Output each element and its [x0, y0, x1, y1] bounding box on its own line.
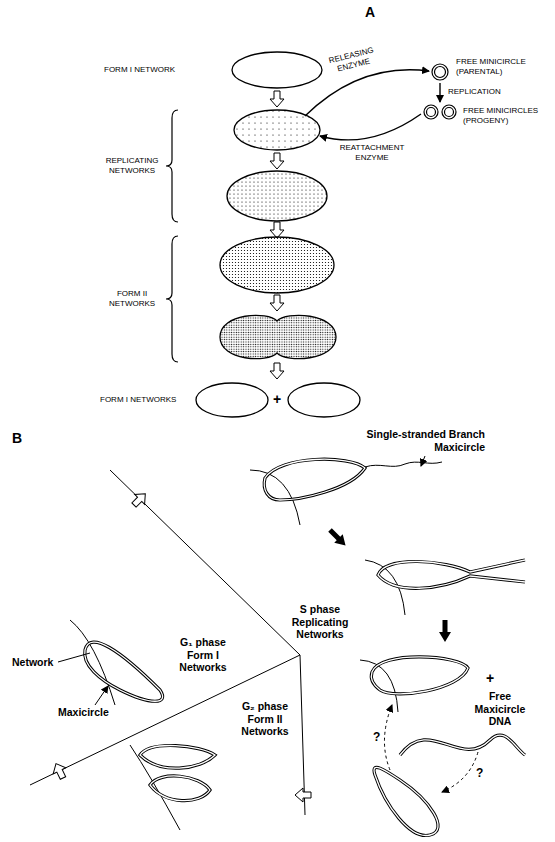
cycle-arrow	[129, 489, 150, 510]
progress-arrow	[439, 620, 451, 642]
network-ellipse	[227, 171, 327, 221]
cycle-arrow	[295, 788, 311, 802]
cycle-arrow	[50, 761, 70, 782]
maxicircle-loop	[374, 767, 438, 835]
annotation-label: REPLICATING NETWORKS	[100, 156, 164, 175]
edge-label: REPLICATION	[448, 87, 501, 97]
maxicircle-loop	[150, 776, 210, 801]
annotation-label: FORM I NETWORK	[104, 65, 199, 75]
maxicircle-loop	[85, 642, 163, 701]
annotation-label: B	[12, 430, 22, 447]
replication-arrow	[439, 83, 440, 102]
annotation-label: Maxicircle	[58, 706, 109, 719]
phase-line	[30, 655, 300, 785]
leader-line	[58, 653, 90, 662]
annotation-label: REATTACHMENT ENZYME	[332, 143, 412, 162]
node-label: FREE MINICIRCLES (PROGENY)	[463, 106, 548, 125]
network-ellipse	[234, 110, 320, 150]
free-maxicircle-dna	[400, 735, 525, 755]
annotation-label: G₁ phase Form I Networks	[170, 636, 236, 674]
network-ellipse	[288, 383, 360, 417]
maxicircle-loop	[140, 746, 215, 769]
maxicircle-loop	[264, 459, 365, 500]
releasing-arrow	[305, 70, 429, 116]
annotation-label: FORM I NETWORKS	[100, 395, 195, 405]
network-ellipse	[232, 52, 322, 88]
node-label: FREE MINICIRCLE (PARENTAL)	[456, 57, 538, 76]
progress-arrow	[326, 526, 350, 550]
maxicircle-loop	[371, 657, 468, 694]
annotation-label: ?	[476, 766, 483, 780]
leader-arrow	[421, 456, 425, 466]
annotation-label: Single-stranded Branch Maxicircle	[345, 428, 485, 453]
dividing-network	[220, 315, 336, 358]
annotation-label: S phase Replicating Networks	[280, 603, 360, 641]
network-edge	[70, 620, 115, 705]
maxicircle-loop	[140, 746, 215, 769]
minicircle-symbol	[423, 103, 457, 121]
hollow-arrow	[270, 153, 284, 169]
annotation-label: RELEASING ENZYME	[322, 44, 383, 77]
network-edge	[360, 660, 398, 712]
minicircle-node: FREE MINICIRCLES (PROGENY)	[423, 103, 457, 121]
hollow-arrow	[270, 363, 284, 379]
minicircle-symbol	[430, 62, 450, 82]
network-ellipse	[196, 383, 268, 417]
maxicircle-replicating	[378, 560, 525, 588]
annotation-label: +	[273, 391, 281, 408]
annotation-label: A	[365, 4, 375, 21]
maxicircle-replicating	[378, 560, 525, 588]
minicircle-node: FREE MINICIRCLE (PARENTAL)	[430, 62, 450, 82]
annotation-label: +	[486, 670, 494, 687]
dashed-arrow	[442, 752, 478, 792]
free-maxicircle-dna	[400, 735, 525, 755]
brace	[166, 110, 178, 222]
single-strand-branch	[365, 462, 442, 467]
maxicircle-loop	[264, 459, 365, 500]
maxicircle-loop	[85, 642, 163, 701]
annotation-label: G₂ phase Form II Networks	[232, 700, 298, 738]
brace	[166, 236, 178, 362]
hollow-arrow	[270, 222, 284, 238]
network-edge	[130, 745, 180, 830]
annotation-label: Network	[12, 656, 53, 669]
maxicircle-loop	[371, 657, 468, 694]
annotation-label: FORM II NETWORKS	[100, 289, 164, 308]
maxicircle-loop	[150, 776, 210, 801]
annotation-label: ?	[373, 730, 380, 744]
hollow-arrow	[270, 295, 284, 311]
reattachment-arrow	[320, 114, 421, 140]
network-edge	[250, 470, 300, 525]
annotation-label: Free Maxicircle DNA	[470, 690, 530, 728]
hollow-arrow	[270, 91, 284, 107]
network-ellipse	[220, 237, 334, 293]
dashed-arrow	[384, 705, 392, 770]
maxicircle-loop	[374, 767, 438, 835]
leader-arrow	[95, 686, 108, 705]
